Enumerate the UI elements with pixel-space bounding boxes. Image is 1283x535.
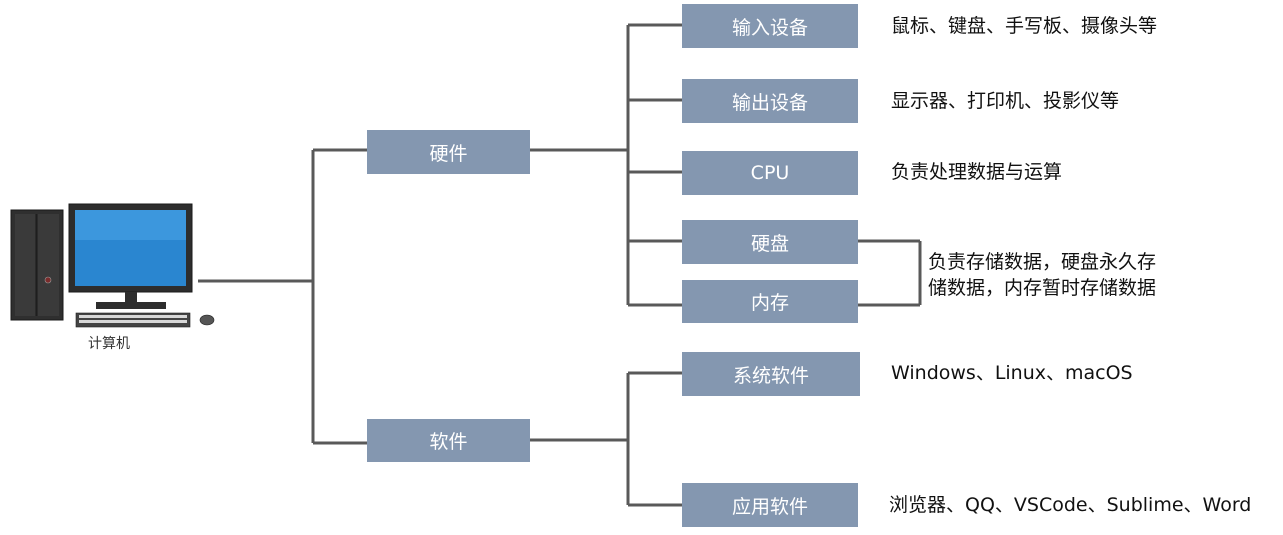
software-node: 软件 xyxy=(367,419,530,462)
computer-label: 计算机 xyxy=(88,336,130,352)
desktop-computer-icon xyxy=(10,203,215,328)
system-software-node: 系统软件 xyxy=(682,352,860,396)
system-software-description: Windows、Linux、macOS xyxy=(891,362,1133,384)
memory-node: 内存 xyxy=(682,280,858,323)
application-software-description: 浏览器、QQ、VSCode、Sublime、Word xyxy=(889,494,1252,516)
cpu-node: CPU xyxy=(682,151,858,195)
cpu-description: 负责处理数据与运算 xyxy=(891,161,1063,183)
input-device-node: 输入设备 xyxy=(682,4,858,48)
application-software-node: 应用软件 xyxy=(682,483,858,527)
hardware-node: 硬件 xyxy=(367,130,530,174)
storage-description-line2: 储数据，内存暂时存储数据 xyxy=(928,277,1157,299)
input-device-description: 鼠标、键盘、手写板、摄像头等 xyxy=(891,15,1158,37)
hard-disk-node: 硬盘 xyxy=(682,220,858,264)
output-device-description: 显示器、打印机、投影仪等 xyxy=(891,90,1120,112)
storage-description-line1: 负责存储数据，硬盘永久存 xyxy=(928,251,1157,273)
output-device-node: 输出设备 xyxy=(682,79,858,123)
